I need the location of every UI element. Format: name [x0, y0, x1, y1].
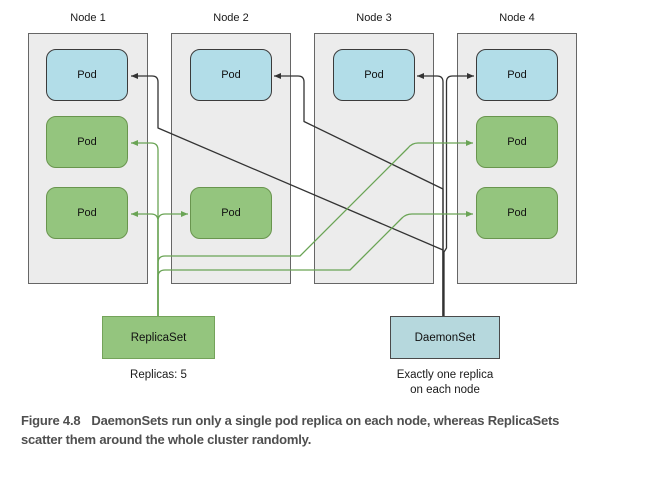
- daemonset-note: Exactly one replica on each node: [375, 368, 515, 398]
- node3-daemonset-pod: Pod: [333, 49, 415, 101]
- figure-caption: Figure 4.8 DaemonSets run only a single p…: [21, 411, 621, 449]
- daemonset-note-line1: Exactly one replica: [396, 369, 494, 381]
- node4-label: Node 4: [499, 12, 535, 24]
- node1-label: Node 1: [70, 12, 106, 24]
- node2-replicaset-pod: Pod: [190, 187, 272, 239]
- replicaset-box: ReplicaSet: [102, 316, 215, 359]
- figure-caption-number: Figure 4.8: [21, 413, 81, 428]
- daemonset-box: DaemonSet: [390, 316, 500, 359]
- node1-replicaset-pod-2: Pod: [46, 187, 128, 239]
- replicaset-note: Replicas: 5: [130, 369, 187, 381]
- node1-daemonset-pod: Pod: [46, 49, 128, 101]
- node4-daemonset-pod: Pod: [476, 49, 558, 101]
- node3-label: Node 3: [356, 12, 392, 24]
- node2-daemonset-pod: Pod: [190, 49, 272, 101]
- node4-replicaset-pod-2: Pod: [476, 187, 558, 239]
- figure-caption-line1: DaemonSets run only a single pod replica…: [91, 413, 560, 428]
- node2-label: Node 2: [213, 12, 249, 24]
- node4-replicaset-pod-1: Pod: [476, 116, 558, 168]
- node1-replicaset-pod-1: Pod: [46, 116, 128, 168]
- figure-caption-line2: scatter them around the whole cluster ra…: [21, 432, 312, 447]
- daemonset-note-line2: on each node: [410, 384, 480, 396]
